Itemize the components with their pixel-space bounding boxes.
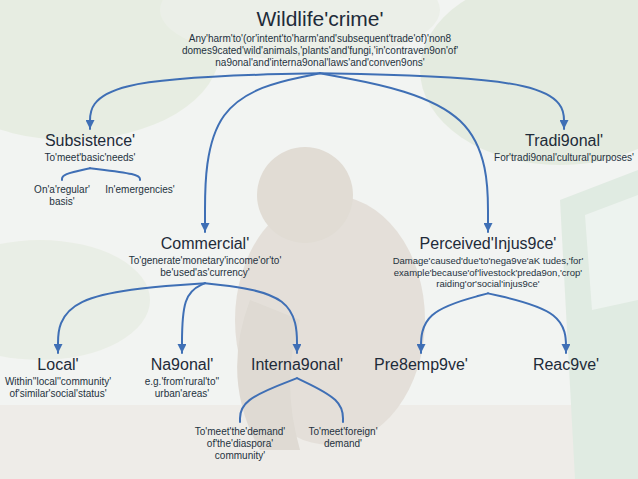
arrow-connector [320,73,564,129]
subcategory-node: To'meet'the'demand' of'the'diaspora' com… [195,424,285,462]
subcategory-node: Pre8emp9ve' [374,355,468,374]
subcategory-node: Reac9ve' [533,355,599,374]
brace-connector [62,168,90,180]
arrow-connector [320,73,488,232]
subcategory-node: To'meet'foreign' demand' [308,424,377,450]
node-description: To'meet'the'demand' of'the'diaspora' com… [195,426,285,462]
node-heading: Perceived'Injus9ce' [420,234,557,253]
connectors [58,73,566,422]
node-heading: Interna9onal' [251,355,343,374]
subcategory-node: Local' Within''local''community' of'simil… [5,355,111,400]
node-heading: Pre8emp9ve' [374,355,468,374]
category-node: Tradi9onal' For'tradi9onal'cultural'purpo… [494,131,634,164]
node-heading: Commercial' [161,234,249,253]
node-description: To'generate'monetary'income'or'to' be'us… [129,255,282,279]
arrow-connector [488,293,566,353]
node-description: e.g.'from'rural'to'' urban'areas' [145,376,220,400]
node-description: To'meet'foreign' demand' [308,426,377,450]
node-description: In'emergencies' [105,184,174,196]
node-heading: Wildlife'crime' [256,6,383,31]
arrow-connector [421,293,488,353]
subcategory-node: Na9onal' e.g.'from'rural'to'' urban'areas… [145,355,220,400]
node-description: To'meet'basic'needs' [44,152,135,164]
node-description: Any'harm'to'(or'intent'to'harm'and'subse… [182,33,458,69]
node-heading: Na9onal' [151,355,214,374]
subcategory-node: On'a'regular' basis' [34,182,90,208]
arrow-connector [205,73,320,232]
root-category: Wildlife'crime'Any'harm'to'(or'intent'to… [182,6,458,69]
arrow-connector [205,283,297,353]
category-node: Subsistence' To'meet'basic'needs' [44,131,135,164]
brace-connector [240,378,297,422]
brace-connector [297,378,343,422]
node-heading: Local' [37,355,78,374]
subcategory-node: In'emergencies' [105,182,174,196]
arrow-connector [182,283,205,353]
node-description: Damage'caused'due'to'nega9ve'aK tudes,'f… [374,255,602,289]
node-description: Within''local''community' of'similar'soc… [5,376,111,400]
node-description: For'tradi9onal'cultural'purposes' [494,152,634,164]
node-heading: Subsistence' [45,131,135,150]
brace-connector [90,168,140,180]
category-node: Perceived'Injus9ce' Damage'caused'due'to'… [374,234,602,289]
node-heading: Reac9ve' [533,355,599,374]
category-node: Commercial' To'generate'monetary'income'o… [129,234,282,279]
subcategory-node: Interna9onal' [251,355,343,374]
node-description: On'a'regular' basis' [34,184,90,208]
node-heading: Tradi9onal' [525,131,603,150]
arrow-connector [58,283,205,353]
